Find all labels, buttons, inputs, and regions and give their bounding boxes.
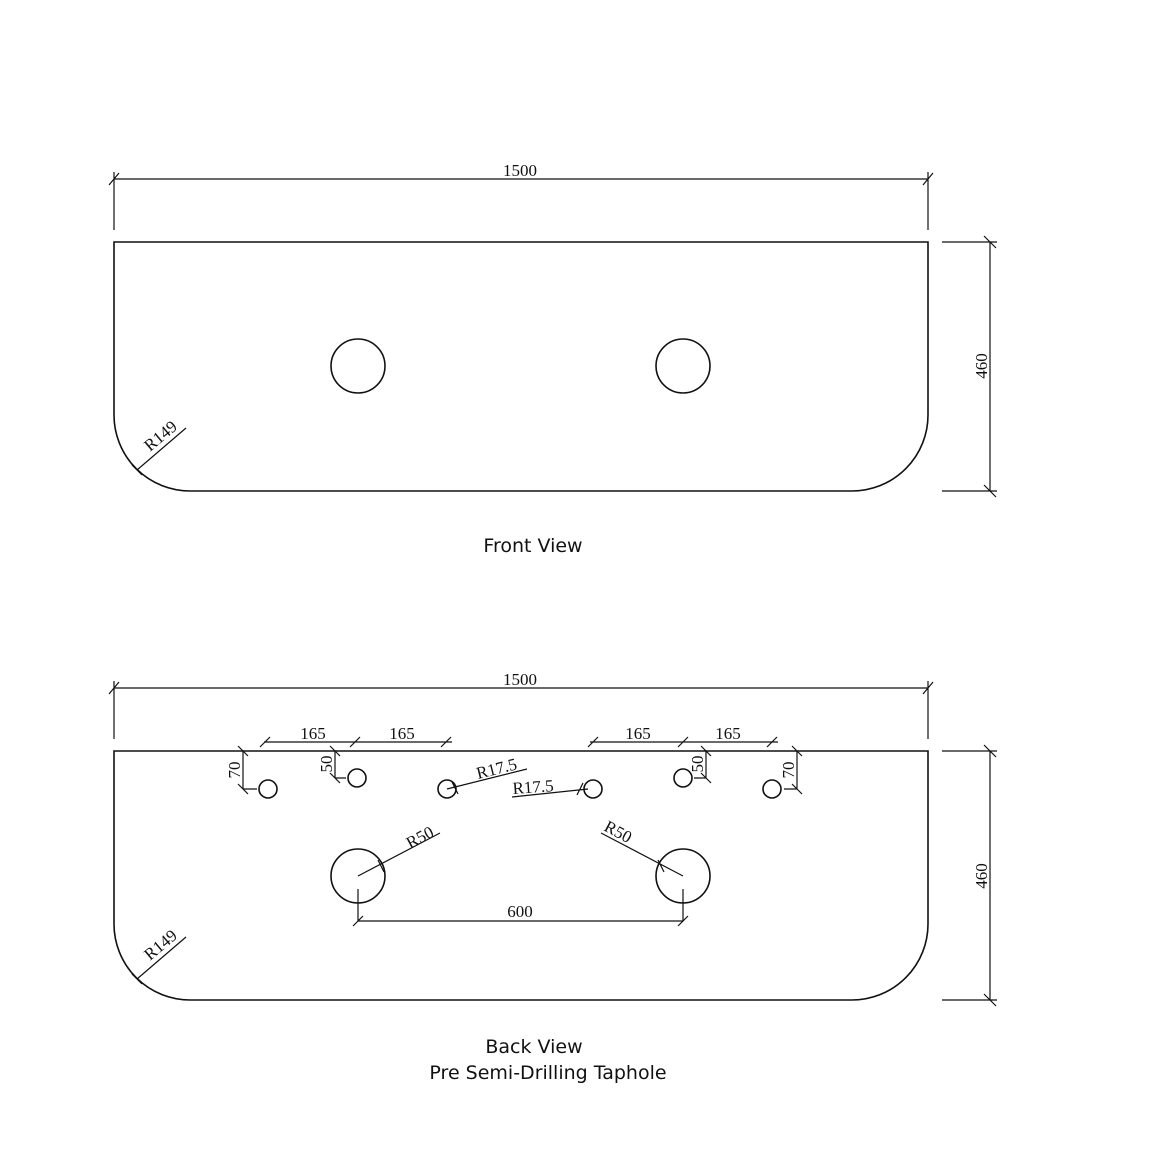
spacing-dimension-right (587, 736, 778, 748)
offset-dimension-left-inner (329, 745, 346, 784)
spacing-dimension-left (259, 736, 452, 748)
taphole (347, 768, 367, 788)
offset-dimension-right-inner (694, 745, 712, 784)
waste-radius-leader-left (357, 832, 441, 877)
front-view-title: Front View (483, 535, 582, 557)
back-outline (113, 750, 929, 1001)
front-view: 1500 460 R149 Front View (108, 161, 997, 557)
taphole (673, 768, 693, 788)
offset-label: 50 (317, 756, 336, 773)
spacing-label: 165 (300, 724, 326, 743)
spacing-label: 165 (389, 724, 415, 743)
waste-spacing-dimension (352, 889, 689, 927)
back-view-title: Back View (485, 1036, 582, 1058)
front-height-dimension (942, 235, 997, 498)
front-height-label: 460 (972, 353, 991, 379)
waste-radius-label: R50 (601, 817, 635, 847)
back-height-dimension (942, 744, 997, 1007)
taphole (762, 779, 782, 799)
back-view: 1500 460 R149 165 165 165 165 70 50 50 7… (108, 670, 997, 1084)
back-width-dimension (108, 681, 934, 739)
back-width-label: 1500 (503, 670, 537, 689)
back-radius-leader (131, 936, 187, 985)
back-height-label: 460 (972, 863, 991, 889)
waste-radius-leader-right (600, 832, 684, 877)
offset-label: 70 (779, 762, 798, 779)
offset-label: 70 (225, 762, 244, 779)
taphole-radius-leader (511, 782, 589, 798)
back-view-subtitle: Pre Semi-Drilling Taphole (429, 1062, 666, 1084)
front-outline (113, 241, 929, 492)
spacing-label: 165 (625, 724, 651, 743)
offset-dimension-left-outer (237, 745, 257, 795)
spacing-label: 165 (715, 724, 741, 743)
taphole-radius-leader (446, 768, 528, 795)
front-hole-right (655, 338, 711, 394)
front-width-label: 1500 (503, 161, 537, 180)
taphole (258, 779, 278, 799)
waste-radius-label: R50 (403, 822, 437, 852)
offset-label: 50 (688, 756, 707, 773)
front-radius-leader (131, 427, 187, 476)
front-width-dimension (108, 172, 934, 230)
taphole-radius-label: R17.5 (512, 776, 554, 798)
front-hole-left (330, 338, 386, 394)
waste-spacing-label: 600 (507, 902, 533, 921)
offset-dimension-right-outer (784, 745, 803, 795)
